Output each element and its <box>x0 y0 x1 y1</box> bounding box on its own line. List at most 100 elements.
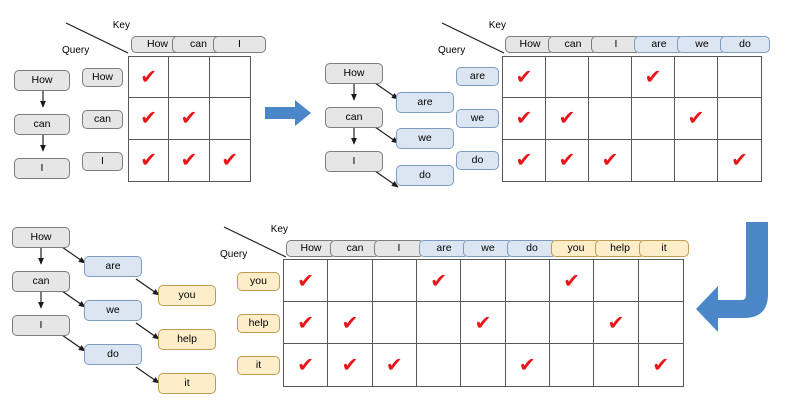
mask-cell <box>461 260 506 302</box>
mask-cell <box>550 344 595 386</box>
mask-cell <box>546 57 589 99</box>
query-header-chip: can <box>82 110 123 129</box>
query-header-chip: are <box>456 67 499 86</box>
check-mark-icon: ✔ <box>607 310 625 335</box>
mask-cell: ✔ <box>589 139 632 181</box>
query-header-chip: do <box>456 151 499 170</box>
mask-cell <box>169 57 210 99</box>
mask-cell <box>416 302 462 344</box>
check-mark-icon: ✔ <box>558 106 576 131</box>
check-mark-icon: ✔ <box>385 352 403 377</box>
token-chip-accepted: help <box>158 329 216 350</box>
key-header-chip: I <box>374 240 424 257</box>
token-chip-prompt: I <box>325 151 383 172</box>
mask-cell <box>718 57 761 99</box>
token-chip-prompt: How <box>14 70 70 91</box>
mask-cell: ✔ <box>503 139 546 181</box>
step-arrow-right-icon <box>265 100 311 126</box>
check-mark-icon: ✔ <box>731 147 748 172</box>
query-header-chip: I <box>82 152 123 171</box>
mask-cell <box>417 344 462 386</box>
check-mark-icon: ✔ <box>297 310 315 335</box>
mask-cell <box>209 98 250 140</box>
key-axis-label: Key <box>270 224 288 235</box>
mask-cell: ✔ <box>594 302 639 344</box>
check-mark-icon: ✔ <box>652 352 670 377</box>
token-chip-prompt: I <box>12 315 70 336</box>
key-query-corner: Key Query <box>220 224 288 260</box>
mask-cell: ✔ <box>328 302 373 344</box>
check-mark-icon: ✔ <box>687 106 705 131</box>
key-query-corner: Key Query <box>62 20 130 56</box>
mask-cell <box>589 57 632 99</box>
mask-cell <box>372 302 417 344</box>
token-chip-prompt: can <box>325 107 383 128</box>
check-mark-icon: ✔ <box>430 268 448 293</box>
check-mark-icon: ✔ <box>474 310 492 335</box>
key-header-chip: do <box>720 36 770 53</box>
mask-cell <box>461 344 506 386</box>
mask-cell <box>328 260 373 302</box>
key-header-chip: you <box>551 240 601 257</box>
mask-cell <box>718 98 761 140</box>
key-query-corner: Key Query <box>438 20 506 56</box>
mask-cell: ✔ <box>129 139 170 181</box>
mask-cell: ✔ <box>284 302 329 344</box>
query-header-chip: help <box>237 314 280 333</box>
mask-cell: ✔ <box>373 344 417 386</box>
mask-cell <box>589 98 632 140</box>
key-header-chip: do <box>507 240 557 257</box>
mask-cell <box>594 344 639 386</box>
mask-cell <box>638 260 683 302</box>
mask-cell: ✔ <box>718 140 761 181</box>
mask-cell <box>549 302 595 344</box>
token-chip-draft: do <box>396 165 454 186</box>
key-header-chip: are <box>419 240 469 257</box>
query-header-chip: you <box>237 272 280 291</box>
check-mark-icon: ✔ <box>518 352 536 377</box>
key-header-chip: How <box>505 36 555 53</box>
mask-cell: ✔ <box>549 260 595 302</box>
token-chip-draft: are <box>84 256 142 277</box>
check-mark-icon: ✔ <box>563 268 581 293</box>
mask-cell <box>505 260 550 302</box>
key-axis-label: Key <box>488 20 506 31</box>
mask-cell <box>632 98 675 140</box>
token-chip-draft: do <box>84 344 142 365</box>
check-mark-icon: ✔ <box>515 106 533 131</box>
mask-cell <box>632 139 675 181</box>
query-header-chip: How <box>82 68 123 87</box>
check-mark-icon: ✔ <box>297 268 315 293</box>
check-mark-icon: ✔ <box>515 147 533 172</box>
key-header-chip: help <box>595 240 645 257</box>
key-axis-label: Key <box>112 20 130 31</box>
mask-cell: ✔ <box>546 139 589 181</box>
token-chip-prompt: How <box>325 63 383 84</box>
mask-cell: ✔ <box>129 98 170 140</box>
key-header-chip: we <box>463 240 513 257</box>
token-chip-accepted: you <box>158 285 216 306</box>
key-header-chip: are <box>634 36 684 53</box>
mask-cell <box>638 302 683 344</box>
mask-cell: ✔ <box>210 140 250 181</box>
mask-cell: ✔ <box>328 344 373 386</box>
step-arrow-wrap-left-icon <box>696 222 768 332</box>
mask-cell <box>675 139 718 181</box>
check-mark-icon: ✔ <box>180 106 198 131</box>
check-mark-icon: ✔ <box>140 106 158 131</box>
token-chip-accepted: it <box>158 373 216 394</box>
check-mark-icon: ✔ <box>601 147 619 172</box>
token-chip-draft: are <box>396 92 454 113</box>
mask-cell <box>505 302 550 344</box>
query-header-chip: it <box>237 356 280 375</box>
check-mark-icon: ✔ <box>297 352 315 377</box>
key-header-chip: can <box>330 240 380 257</box>
mask-cell: ✔ <box>461 302 506 344</box>
mask-cell: ✔ <box>632 57 675 99</box>
query-axis-label: Query <box>438 45 466 56</box>
key-header-chip: I <box>213 36 266 53</box>
token-chip-prompt: How <box>12 227 70 248</box>
token-chip-draft: we <box>84 300 142 321</box>
mask-cell <box>209 57 250 99</box>
